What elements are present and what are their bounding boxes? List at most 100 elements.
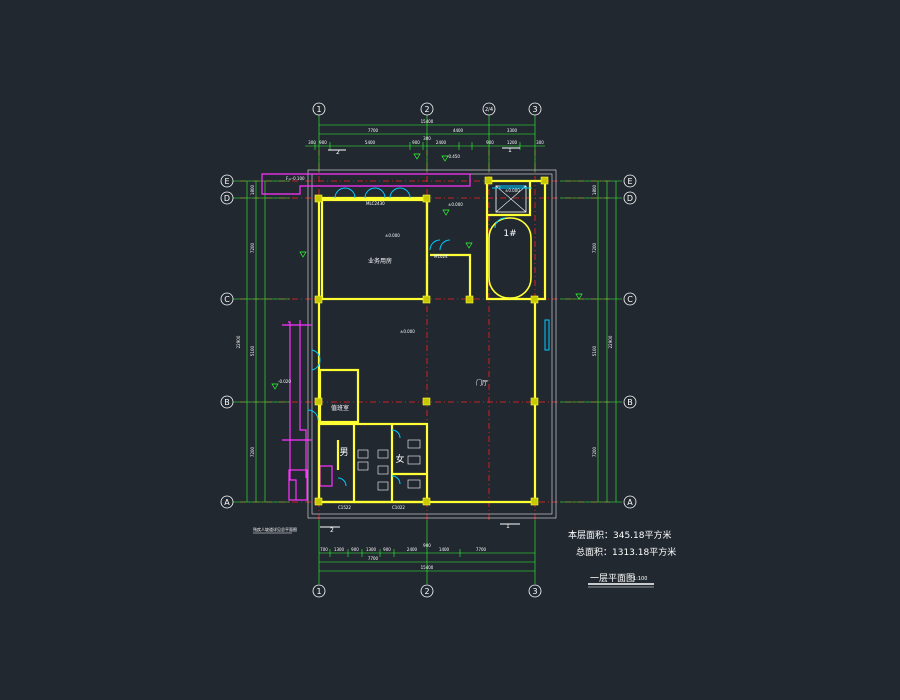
exterior-wall-east xyxy=(489,179,547,502)
section-mark-top-left: 2 xyxy=(336,149,340,156)
door-code-4: C1022 xyxy=(392,505,405,510)
left-seg-dim-3: 5100 xyxy=(250,345,255,356)
stair-shaft xyxy=(488,217,532,299)
room-label-stair: 1# xyxy=(503,229,516,239)
axis-label-left-c: C xyxy=(224,295,230,304)
axis-label-top-3: 3 xyxy=(532,105,537,114)
axis-bubble-bottom-1 xyxy=(312,584,326,598)
stair-wall-inner xyxy=(487,181,532,217)
axis-label-left-b: B xyxy=(224,398,230,407)
door-elevator xyxy=(494,217,506,229)
top-sub-dim-1: 300 xyxy=(308,140,316,145)
drawing-scale: 1:100 xyxy=(633,576,647,582)
axis-bubble-bottom-3 xyxy=(528,584,542,598)
axis-label-right-c: C xyxy=(627,295,633,304)
axis-bubble-left-d xyxy=(220,191,234,205)
total-area-stat: 总面积：1313.18平方米 xyxy=(576,546,676,558)
bottom-sub-dim-5: 900 xyxy=(383,547,391,552)
axis-label-right-d: D xyxy=(627,194,633,203)
axis-bubbles-bottom: 1 2 3 xyxy=(312,584,542,598)
level-ramp: F=-0.100 xyxy=(286,176,305,181)
door-stair xyxy=(429,239,451,251)
axis-bubbles-left: E D C B A xyxy=(220,174,234,509)
axis-lines xyxy=(240,150,610,520)
west-ramp-rail-inner xyxy=(299,320,307,478)
room-label-business: 业务用房 xyxy=(368,257,392,265)
stair-symbol xyxy=(488,185,532,299)
axis-label-top-2-4: 2/4 xyxy=(485,107,493,113)
door-toilet-1 xyxy=(391,429,401,439)
toilet-accent xyxy=(319,465,333,487)
door-office xyxy=(307,409,319,421)
axis-bubbles-right: E D C B A xyxy=(623,174,637,509)
level-west: -0.020 xyxy=(278,379,291,384)
axis-label-top-2: 2 xyxy=(424,105,429,114)
door-codes: MLC2430 M1024 C1522 C1022 xyxy=(338,201,448,510)
axis-label-right-e: E xyxy=(627,177,632,186)
level-triangles xyxy=(271,153,583,390)
bottom-sub-dim-7: 1400 xyxy=(439,547,450,552)
toilet-block xyxy=(317,422,429,504)
door-code-2: M1024 xyxy=(434,254,448,259)
dimension-chains xyxy=(246,124,617,572)
top-sub-dim-2: 900 xyxy=(319,140,327,145)
axis-label-right-b: B xyxy=(627,398,633,407)
top-mid-dim: 300 xyxy=(423,136,431,141)
axis-bubble-top-1 xyxy=(312,102,326,116)
door-code-3: C1522 xyxy=(338,505,351,510)
axis-bubble-top-3 xyxy=(528,102,542,116)
top-overall-dim: 15400 xyxy=(421,119,434,124)
axis-label-left-d: D xyxy=(224,194,230,203)
columns xyxy=(314,176,549,506)
door-toilet-2 xyxy=(391,475,401,485)
bottom-sub-dim-3: 900 xyxy=(351,547,359,552)
room-label-toilet-male: 男 xyxy=(339,447,348,458)
axis-label-right-a: A xyxy=(627,498,633,507)
axis-bubble-right-e xyxy=(623,174,637,188)
floor-area-stat: 本层面积：345.18平方米 xyxy=(568,529,672,541)
axis-label-left-a: A xyxy=(224,498,230,507)
bottom-dimension-text: 700 1300 900 1300 900 2400 1400 900 7700… xyxy=(320,543,486,570)
axis-bubble-left-c xyxy=(220,292,234,306)
corridor-wall-2 xyxy=(430,253,472,299)
axis-label-bottom-3: 3 xyxy=(532,587,537,596)
top-bay-dim-1: 7700 xyxy=(368,128,379,133)
ramp-note: 残疾人坡道详见总平面图 xyxy=(253,526,297,532)
side-dimension-text: 22900 1800 7200 5100 7200 22900 1800 720… xyxy=(236,184,613,457)
right-seg-dim-4: 7200 xyxy=(592,446,597,457)
bottom-sub-dim-4: 1300 xyxy=(366,547,377,552)
west-ramp-box xyxy=(288,469,308,501)
room-label-office: 值班室 xyxy=(331,404,349,412)
right-seg-dim-2: 7200 xyxy=(592,242,597,253)
axis-bubble-left-b xyxy=(220,395,234,409)
top-sub-dim-5: 2400 xyxy=(436,140,447,145)
section-mark-bottom-left: 2 xyxy=(330,527,334,534)
top-dimension-text: 15400 7700 4400 3300 300 300 900 5400 90… xyxy=(308,119,544,145)
axis-label-top-1: 1 xyxy=(316,105,321,114)
left-seg-dim-4: 7200 xyxy=(250,446,255,457)
section-marks: 2 1 2 1 xyxy=(320,147,520,534)
level-marks: F=-0.100 -0.450 ±0.000 ±0.000 ±0.000 ±0.… xyxy=(278,154,520,384)
bottom-sub-dim-1: 700 xyxy=(320,547,328,552)
axis-bubble-top-2-4 xyxy=(482,102,496,116)
door-code-1: MLC2430 xyxy=(366,201,385,206)
room-label-toilet-female: 女 xyxy=(395,453,404,465)
door-business-north xyxy=(334,187,411,199)
stair-walls xyxy=(485,181,535,301)
room-labels: 业务用房 门厅 值班室 男 女 1# xyxy=(331,229,517,465)
right-overall-dim: 22900 xyxy=(608,335,613,348)
axis-bubble-right-b xyxy=(623,395,637,409)
axis-bubble-right-a xyxy=(623,495,637,509)
level-hall: ±0.000 xyxy=(400,329,415,334)
section-mark-bottom-right: 1 xyxy=(506,523,510,530)
level-stair-area: ±0.000 xyxy=(505,188,520,193)
axis-bubble-right-c xyxy=(623,292,637,306)
slab-outline xyxy=(307,169,557,519)
left-overall-dim: 22900 xyxy=(236,335,241,348)
drawing-title: 一层平面图 xyxy=(590,573,635,584)
business-room-walls xyxy=(320,198,429,301)
axis-bubble-left-e xyxy=(220,174,234,188)
level-business: ±0.000 xyxy=(385,233,400,238)
bottom-sub-dim-6: 2400 xyxy=(407,547,418,552)
